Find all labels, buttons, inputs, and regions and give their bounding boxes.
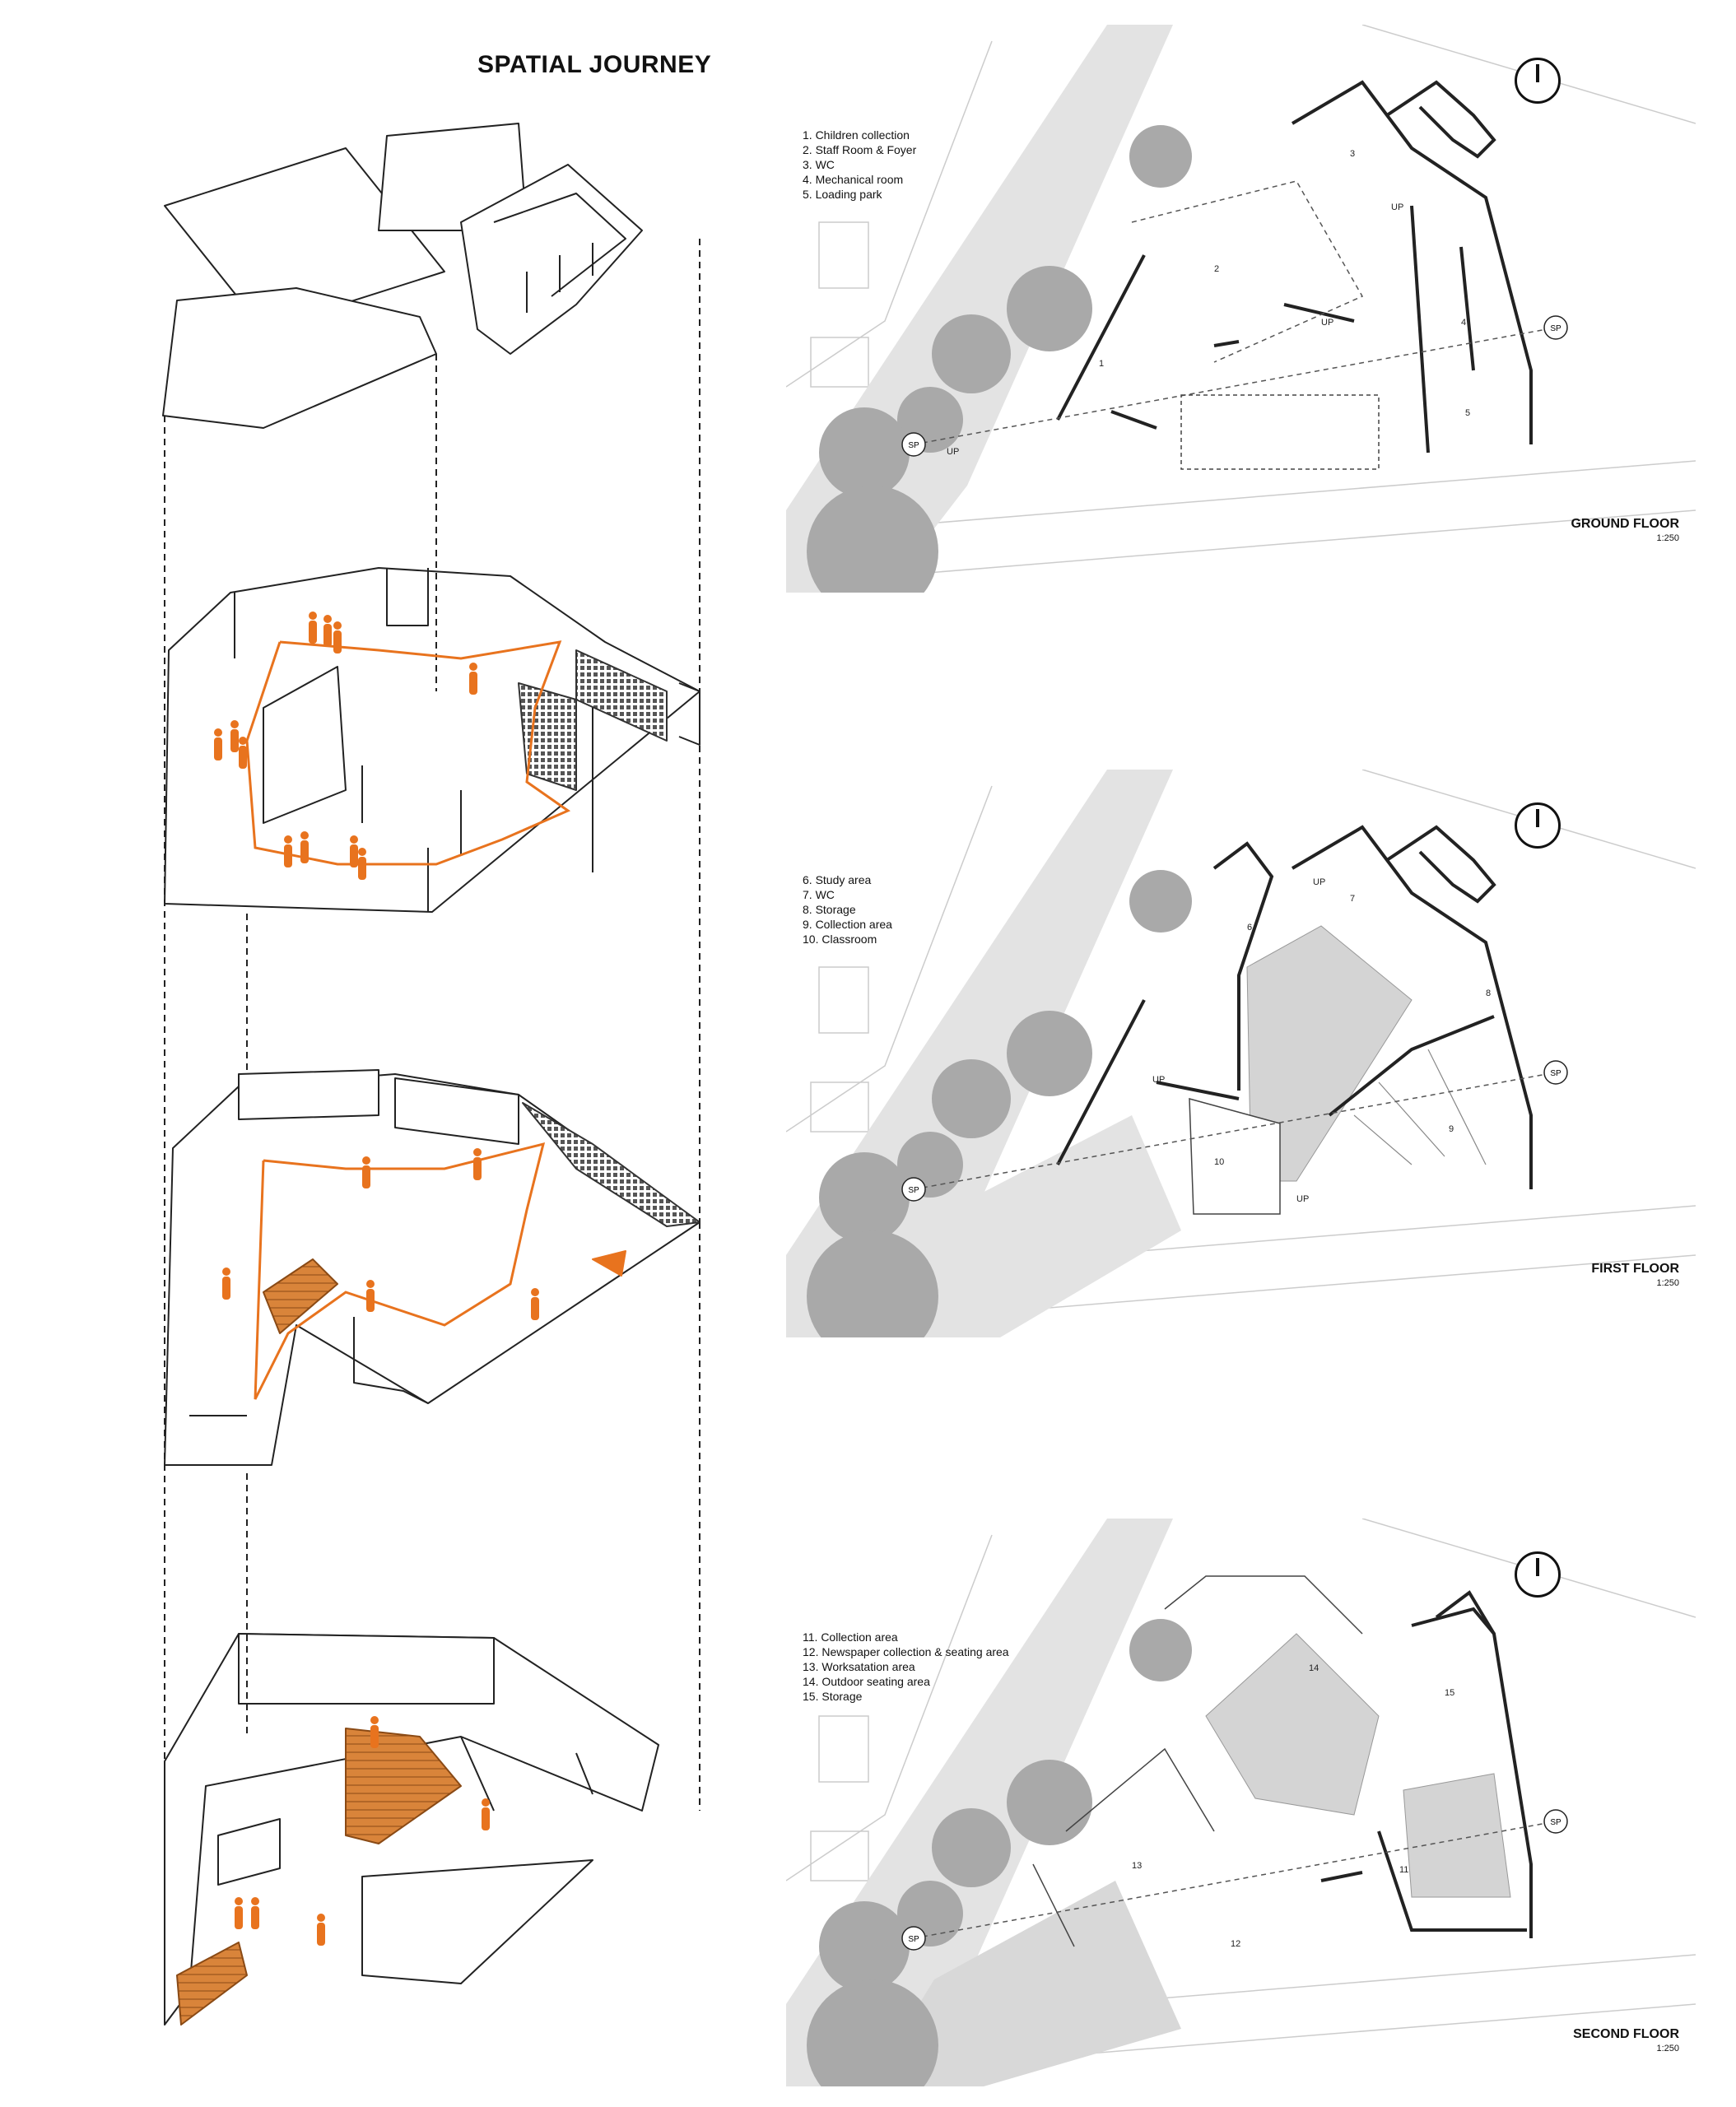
first-floor-walls — [1056, 825, 1533, 1189]
classroom-outline — [1189, 1098, 1281, 1215]
person-figure — [362, 1156, 370, 1188]
room-number: 11 — [1399, 1865, 1408, 1875]
person-figure — [350, 835, 358, 867]
legend-item: 2. Staff Room & Foyer — [803, 143, 917, 156]
legend-item: 5. Loading park — [803, 188, 882, 201]
north-arrow-icon — [1515, 58, 1561, 104]
ground-floor-walls — [1056, 80, 1533, 453]
room-number: 15 — [1445, 1688, 1454, 1698]
room-number: 7 — [1350, 894, 1355, 904]
person-figure — [300, 831, 309, 863]
person-figure — [230, 720, 239, 752]
legend-item: 8. Storage — [803, 903, 856, 916]
legend-item: 6. Study area — [803, 873, 872, 886]
room-number: 4 — [1461, 318, 1466, 328]
room-number: 5 — [1465, 408, 1470, 418]
first-floor-plan: SP SP UP UP UP 6 7 8 9 10 6. Study area … — [786, 770, 1696, 1337]
people-figures — [214, 612, 539, 1946]
room-number: 3 — [1350, 149, 1355, 159]
person-figure — [366, 1280, 375, 1312]
sp-label: SP — [1550, 324, 1561, 333]
person-figure — [370, 1716, 379, 1748]
up-label: UP — [1321, 318, 1333, 328]
person-figure — [469, 663, 477, 695]
second-floor-walls — [1320, 1590, 1533, 1938]
person-figure — [222, 1267, 230, 1300]
legend: 6. Study area 7. WC 8. Storage 9. Collec… — [803, 872, 892, 947]
room-number: 13 — [1132, 1861, 1142, 1871]
scale-label: 1:250 — [1656, 1278, 1679, 1288]
person-figure — [323, 615, 332, 647]
loading-park-outline — [1180, 394, 1380, 470]
scale-label: 1:250 — [1656, 533, 1679, 543]
up-label: UP — [947, 447, 959, 457]
page-title: SPATIAL JOURNEY — [477, 51, 712, 78]
section-point-icon — [901, 315, 1568, 457]
tree-icon — [807, 125, 1192, 593]
person-figure — [358, 848, 366, 880]
journey-path — [245, 640, 571, 1400]
room-number: 8 — [1486, 988, 1491, 998]
legend-item: 14. Outdoor seating area — [803, 1675, 930, 1688]
legend-item: 3. WC — [803, 158, 835, 171]
legend-item: 12. Newspaper collection & seating area — [803, 1645, 1009, 1658]
sp-label: SP — [1550, 1818, 1561, 1827]
north-arrow-icon — [1515, 1551, 1561, 1598]
legend-item: 10. Classroom — [803, 933, 877, 946]
ground-floor-plan: SP SP UP UP UP 1 2 3 4 5 1. Children col… — [786, 25, 1696, 593]
person-figure — [214, 728, 222, 760]
floor-title: SECOND FLOOR — [1573, 2027, 1679, 2041]
person-figure — [235, 1897, 243, 1929]
legend-item: 11. Collection area — [803, 1630, 898, 1644]
legend-item: 13. Worksatation area — [803, 1660, 915, 1673]
up-label: UP — [1152, 1075, 1165, 1085]
room-number: 1 — [1099, 359, 1104, 369]
person-figure — [473, 1148, 482, 1180]
up-label: UP — [1391, 202, 1403, 212]
person-figure — [531, 1288, 539, 1320]
scale-label: 1:250 — [1656, 2044, 1679, 2054]
second-floor-axo — [164, 1633, 659, 2026]
legend-item: 1. Children collection — [803, 128, 910, 142]
legend-item: 9. Collection area — [803, 918, 892, 931]
floor-title: FIRST FLOOR — [1591, 1262, 1679, 1276]
roof-level — [162, 123, 643, 429]
legend: 11. Collection area 12. Newspaper collec… — [803, 1630, 1009, 1704]
room-number: 12 — [1231, 1939, 1240, 1949]
room-number: 6 — [1247, 923, 1252, 933]
sp-label: SP — [908, 1935, 919, 1944]
person-figure — [482, 1798, 490, 1830]
sp-label: SP — [908, 1186, 919, 1195]
room-number: 10 — [1214, 1157, 1224, 1167]
projection-lines — [164, 239, 700, 2025]
person-figure — [317, 1914, 325, 1946]
sp-label: SP — [908, 441, 919, 450]
second-floor-plan: SP SP 11 12 13 14 15 11. Collection area… — [786, 1519, 1696, 2086]
up-label: UP — [1313, 877, 1325, 887]
room-number: 2 — [1214, 264, 1219, 274]
ground-floor-axo — [164, 567, 700, 913]
first-floor-axo — [164, 1069, 700, 1466]
room-number: 9 — [1449, 1124, 1454, 1134]
up-label: UP — [1296, 1194, 1309, 1204]
floor-title: GROUND FLOOR — [1571, 517, 1679, 531]
person-figure — [284, 835, 292, 867]
legend-item: 7. WC — [803, 888, 835, 901]
person-figure — [309, 612, 317, 644]
legend-item: 4. Mechanical room — [803, 173, 904, 186]
north-arrow-icon — [1515, 802, 1561, 849]
room-number: 14 — [1309, 1663, 1319, 1673]
person-figure — [251, 1897, 259, 1929]
person-figure — [239, 737, 247, 769]
sp-label: SP — [1550, 1069, 1561, 1078]
person-figure — [333, 621, 342, 653]
legend-item: 15. Storage — [803, 1690, 863, 1703]
legend: 1. Children collection 2. Staff Room & F… — [803, 128, 916, 202]
exploded-axonometric — [162, 123, 700, 2026]
